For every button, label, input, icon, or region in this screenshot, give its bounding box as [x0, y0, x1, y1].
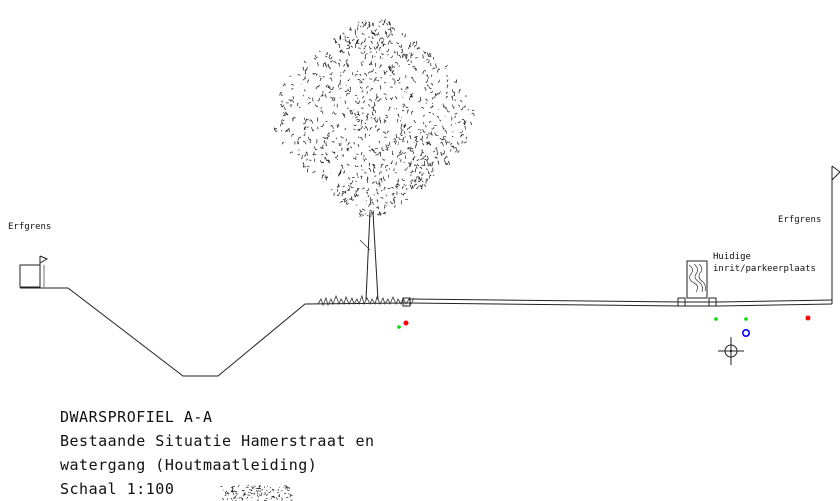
blue-marker	[741, 328, 750, 337]
entrance-label-line2: inrit/parkeerplaats	[713, 264, 816, 274]
red-marker	[805, 315, 811, 321]
title-line3: watergang (Houtmaatleiding)	[60, 456, 317, 474]
title-line4: Schaal 1:100	[60, 480, 174, 498]
erfgrens-left-label: Erfgrens	[8, 222, 51, 232]
shrub-scribble	[220, 484, 293, 501]
green-marker	[397, 325, 401, 329]
title-line2: Bestaande Situatie Hamerstraat en	[60, 432, 375, 450]
green-marker	[714, 317, 718, 321]
tree-canopy	[273, 19, 475, 218]
ground-profile	[20, 287, 833, 377]
tree-symbol	[273, 19, 475, 301]
erfgrens-right-label: Erfgrens	[778, 215, 821, 225]
green-marker	[744, 317, 748, 321]
title-line1: DWARSPROFIEL A-A	[60, 408, 213, 426]
grass-strip	[317, 294, 415, 307]
markers	[397, 315, 811, 337]
entrance-label-line1: Huidige	[713, 252, 751, 262]
boundary-flag-right	[831, 165, 840, 300]
entrance-hatch-symbol	[686, 260, 708, 299]
shrub-symbol	[220, 484, 293, 501]
survey-crosshair-symbol	[718, 337, 744, 365]
boundary-post-left	[19, 255, 49, 288]
red-marker	[403, 320, 409, 326]
